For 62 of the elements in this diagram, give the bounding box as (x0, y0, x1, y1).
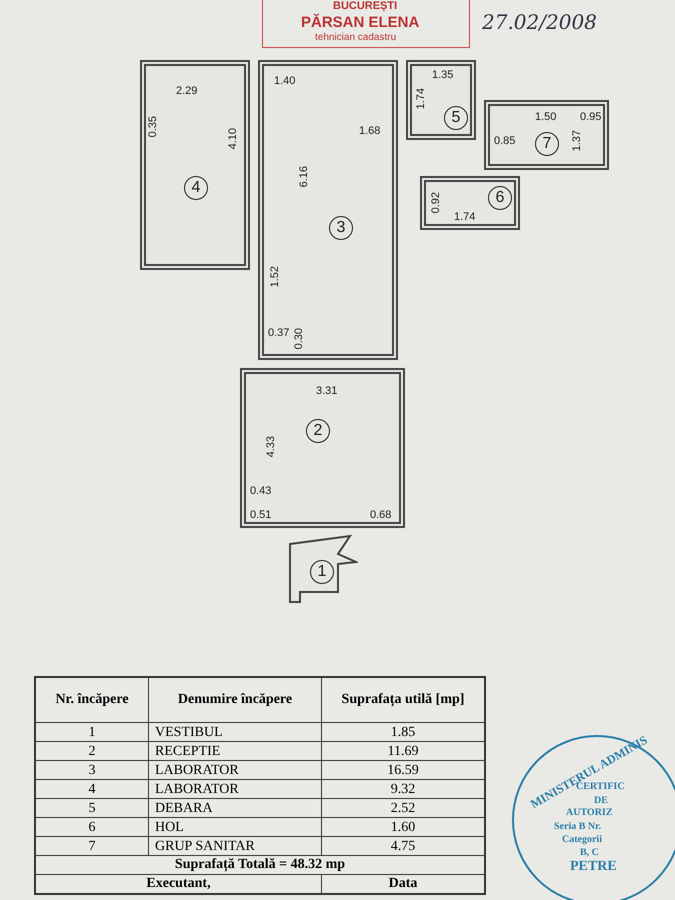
stamp-text: PĂRSAN ELENA (301, 14, 420, 31)
table-cell: RECEPTIE (148, 742, 322, 760)
table-cell: HOL (148, 818, 322, 836)
room-outline (484, 100, 609, 170)
dimension-label: 0.68 (370, 510, 392, 521)
table-cell: 7 (35, 836, 148, 856)
room-outline (258, 60, 398, 360)
header-cell: Nr. încăpere (35, 677, 148, 722)
table-cell: 1 (35, 722, 148, 742)
dimension-label: 0.95 (580, 112, 602, 123)
stamp-text: AUTORIZ (566, 807, 612, 818)
dimension-label: 1.35 (432, 70, 454, 81)
dimension-label: 1.37 (572, 130, 583, 152)
room-number: 5 (444, 106, 468, 130)
dimension-label: 0.37 (268, 328, 290, 339)
table-cell: DEBARA (148, 798, 322, 818)
dimension-label: 2.29 (176, 86, 198, 97)
room-number: 1 (310, 560, 334, 584)
dimension-label: 6.16 (299, 166, 310, 188)
dimension-label: 1.74 (416, 88, 427, 110)
dimension-label: 1.50 (535, 112, 556, 123)
room-number: 2 (306, 419, 330, 443)
stamp-text: tehnician cadastru (315, 32, 396, 43)
dimension-label: 1.74 (454, 212, 476, 223)
dimension-label: 4.33 (266, 436, 277, 458)
room-number: 7 (535, 132, 559, 156)
table-cell: 5 (35, 798, 148, 818)
room-number: 3 (329, 216, 353, 240)
dimension-label: 3.31 (316, 386, 338, 397)
table-cell: 3 (35, 760, 148, 780)
stamp-text: PETRE (570, 859, 617, 875)
dimension-label: 0.51 (250, 510, 272, 521)
table-cell: Suprafață Totală = 48.32 mp (35, 856, 485, 874)
table-cell: LABORATOR (148, 780, 322, 798)
stamp-text: Seria B Nr. (554, 821, 602, 832)
table-cell: VESTIBUL (148, 722, 322, 742)
dimension-label: 0.92 (431, 192, 442, 214)
table-cell: LABORATOR (148, 760, 322, 780)
room-outline (406, 60, 476, 140)
handwritten-date: 27.02/2008 (482, 10, 597, 34)
stamp-text: Categorii (562, 834, 602, 845)
room-number: 6 (488, 186, 512, 210)
dimension-label: 1.52 (270, 266, 281, 288)
dimension-label: 0.30 (294, 328, 305, 350)
room-outline (240, 368, 405, 528)
dimension-label: 1.40 (274, 76, 296, 87)
table-cell: GRUP SANITAR (148, 836, 322, 856)
room-outline (420, 176, 520, 230)
room-outline (288, 534, 358, 604)
stamp-text: BUCUREȘTI (333, 0, 398, 12)
room-number: 4 (184, 176, 208, 200)
dimension-label: 1.68 (359, 126, 380, 137)
dimension-label: 4.10 (228, 128, 239, 150)
dimension-label: 0.85 (494, 136, 516, 147)
room-outline (140, 60, 250, 270)
dimension-label: 0.35 (148, 116, 159, 138)
table-cell: 4 (35, 780, 148, 798)
table-cell: 2 (35, 742, 148, 760)
dimension-label: 0.43 (250, 486, 272, 497)
stamp-text: B, C (580, 847, 599, 858)
table-cell: 6 (35, 818, 148, 836)
header-cell: Denumire încăpere (148, 677, 322, 722)
